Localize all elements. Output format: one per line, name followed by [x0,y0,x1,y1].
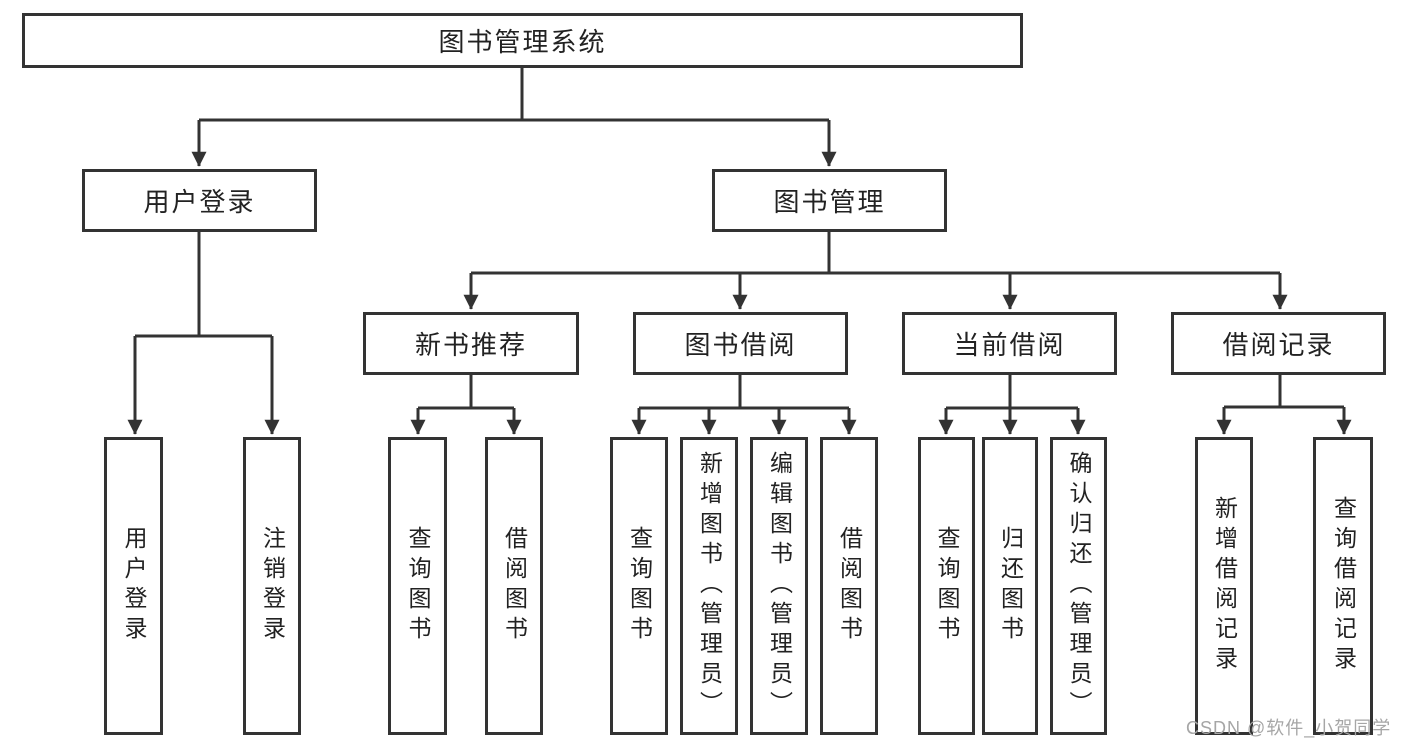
node-current-borrow: 当前借阅 [902,312,1117,375]
node-label: 用户登录 [121,526,147,646]
leaf-logout: 注销登录 [243,437,301,735]
node-label: 借阅记录 [1222,330,1335,360]
node-label: 图书管理系统 [438,27,607,57]
csdn-watermark: CSDN @软件_小贺同学 [1186,718,1392,738]
node-label: 借阅图书 [501,526,528,646]
node-label: 新书推荐 [414,330,527,360]
node-label: 借阅图书 [836,526,863,646]
node-borrow-records: 借阅记录 [1171,312,1386,375]
leaf-query-books-borrow: 查询图书 [610,437,668,735]
node-label: 确认归还（管理员） [1066,451,1092,721]
leaf-user-login: 用户登录 [104,437,163,735]
node-new-book-recommend: 新书推荐 [363,312,579,375]
node-label: 新增图书（管理员） [696,451,723,721]
node-book-management: 图书管理 [712,169,947,232]
node-book-borrow: 图书借阅 [633,312,848,375]
node-label: 图书管理 [773,187,886,217]
node-label: 图书借阅 [684,330,797,360]
leaf-edit-books-admin: 编辑图书（管理员） [750,437,808,735]
node-label: 查询图书 [626,526,653,646]
leaf-query-books-current: 查询图书 [918,437,975,735]
node-label: 查询图书 [405,526,431,646]
node-user-login: 用户登录 [82,169,317,232]
leaf-confirm-return-admin: 确认归还（管理员） [1050,437,1107,735]
leaf-borrow-books: 借阅图书 [820,437,878,735]
node-library-system: 图书管理系统 [22,13,1023,68]
leaf-query-borrow-record: 查询借阅记录 [1313,437,1373,735]
node-label: 查询借阅记录 [1330,496,1357,676]
leaf-return-books: 归还图书 [982,437,1038,735]
leaf-borrow-books-recommend: 借阅图书 [485,437,543,735]
leaf-add-borrow-record: 新增借阅记录 [1195,437,1253,735]
node-label: 新增借阅记录 [1211,496,1238,676]
node-label: 当前借阅 [953,330,1066,360]
node-label: 查询图书 [934,526,960,646]
leaf-add-books-admin: 新增图书（管理员） [680,437,738,735]
node-label: 用户登录 [143,187,256,217]
leaf-query-books-recommend: 查询图书 [388,437,447,735]
node-label: 归还图书 [997,526,1024,646]
node-label: 注销登录 [259,526,286,646]
node-label: 编辑图书（管理员） [766,451,793,721]
